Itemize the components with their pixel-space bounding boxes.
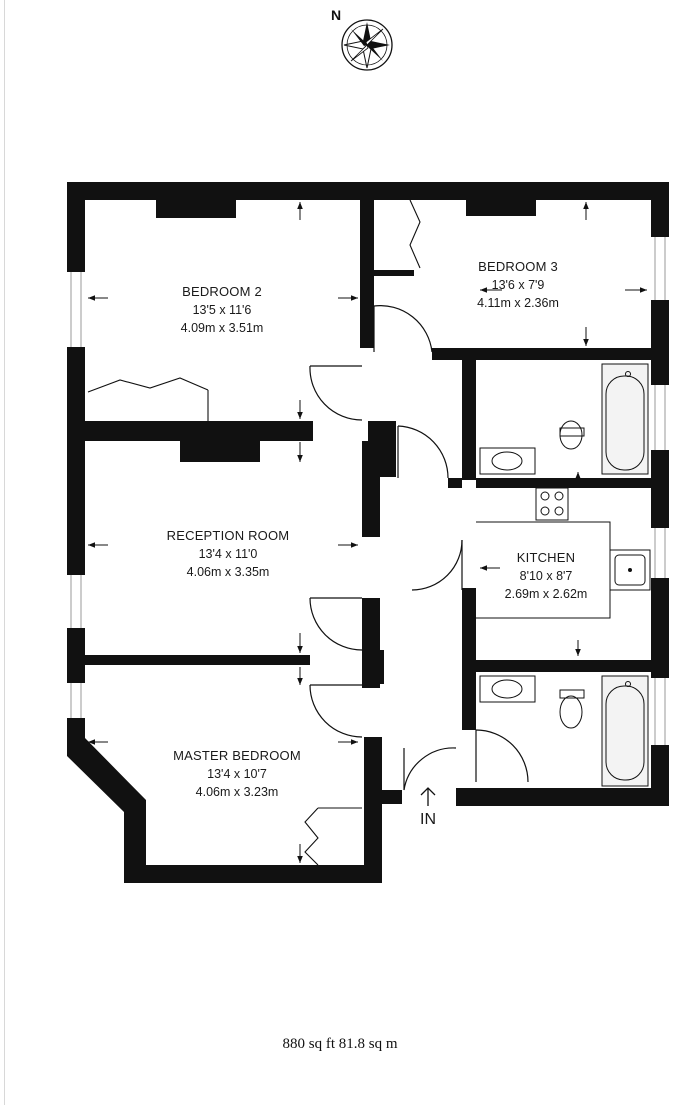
room-metric: 2.69m x 2.62m bbox=[505, 587, 588, 601]
internal-walls bbox=[85, 200, 669, 730]
room-name: MASTER BEDROOM bbox=[173, 748, 301, 763]
wardrobes bbox=[87, 199, 421, 866]
compass-icon bbox=[341, 19, 393, 71]
room-master-bedroom: MASTER BEDROOM 13'4 x 10'7 4.06m x 3.23m bbox=[173, 748, 301, 799]
room-metric: 4.06m x 3.35m bbox=[187, 565, 270, 579]
room-name: BEDROOM 2 bbox=[182, 284, 262, 299]
room-imperial: 8'10 x 8'7 bbox=[520, 569, 573, 583]
dimension-arrows bbox=[88, 202, 647, 863]
room-name: BEDROOM 3 bbox=[478, 259, 558, 274]
entrance-label: IN bbox=[420, 811, 436, 828]
room-kitchen: KITCHEN 8'10 x 8'7 2.69m x 2.62m bbox=[505, 550, 588, 601]
room-imperial: 13'4 x 11'0 bbox=[199, 547, 258, 561]
room-imperial: 13'4 x 10'7 bbox=[207, 767, 267, 781]
room-bedroom-3: BEDROOM 3 13'6 x 7'9 4.11m x 2.36m bbox=[477, 259, 559, 310]
compass-north-label: N bbox=[331, 7, 341, 23]
room-name: KITCHEN bbox=[517, 550, 575, 565]
outer-walls bbox=[67, 182, 669, 883]
room-metric: 4.06m x 3.23m bbox=[196, 785, 279, 799]
total-area: 880 sq ft 81.8 sq m bbox=[282, 1036, 398, 1052]
room-metric: 4.11m x 2.36m bbox=[477, 296, 559, 310]
doors bbox=[309, 305, 529, 791]
entrance-arrow-icon bbox=[420, 787, 436, 806]
room-reception: RECEPTION ROOM 13'4 x 11'0 4.06m x 3.35m bbox=[167, 528, 290, 579]
windows bbox=[70, 237, 666, 745]
room-imperial: 13'5 x 11'6 bbox=[193, 303, 252, 317]
kitchen-fixtures bbox=[476, 487, 651, 619]
page-edge-line bbox=[4, 0, 5, 1105]
room-bedroom-2: BEDROOM 2 13'5 x 11'6 4.09m x 3.51m bbox=[181, 284, 264, 335]
room-name: RECEPTION ROOM bbox=[167, 528, 290, 543]
room-metric: 4.09m x 3.51m bbox=[181, 321, 264, 335]
bathroom-fixtures bbox=[479, 363, 649, 787]
room-imperial: 13'6 x 7'9 bbox=[492, 278, 545, 292]
